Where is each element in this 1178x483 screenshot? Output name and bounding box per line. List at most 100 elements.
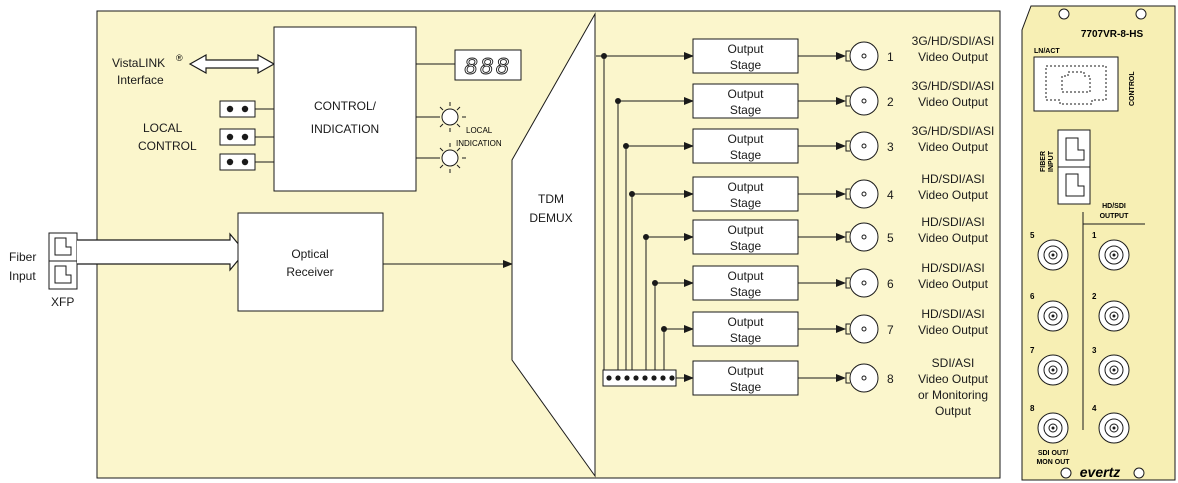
bnc-connector-icon: [845, 131, 879, 161]
led-icon-1: [416, 102, 466, 132]
panel-bnc-layer: 5 1 6 2 7 3 8 4: [1030, 231, 1130, 444]
output-description: HD/SDI/ASI: [921, 307, 984, 321]
panel-fiber: FIBER: [1040, 151, 1047, 172]
demux-line2: DEMUX: [529, 211, 572, 225]
optical-receiver-line2: Receiver: [286, 265, 333, 279]
output-stage-label: Output: [727, 223, 764, 237]
interface-label: Interface: [117, 73, 164, 87]
output-number: 4: [887, 188, 894, 202]
panel-brand-logo: evertz: [1080, 464, 1120, 480]
output-description: 3G/HD/SDI/ASI: [912, 79, 995, 93]
panel-ln-act: LN/ACT: [1034, 48, 1060, 55]
panel-screw-icon: [1060, 467, 1072, 479]
output-stage-box: [692, 128, 799, 164]
output-description: or Monitoring: [918, 388, 988, 402]
output-number: 7: [887, 323, 894, 337]
control-indication-block: [273, 26, 417, 192]
panel-hd-sdi: HD/SDI: [1102, 203, 1126, 210]
panel-screw-icon: [1058, 8, 1070, 20]
panel-bnc-icon: 2: [1092, 292, 1130, 332]
panel-bnc-number: 8: [1030, 404, 1035, 413]
output-stage-label: Stage: [730, 148, 762, 162]
output-stage-box: [692, 176, 799, 212]
panel-screw-icon: [1135, 8, 1147, 20]
output-stage-label: Stage: [730, 103, 762, 117]
vistalink-label: VistaLINK: [112, 56, 165, 70]
panel-bnc-icon: 8: [1030, 404, 1069, 444]
output-stage-label: Output: [727, 132, 764, 146]
bnc-connector-icon: [845, 179, 879, 209]
panel-input: INPUT: [1048, 150, 1055, 172]
output-number: 2: [887, 95, 894, 109]
output-description: SDI/ASI: [932, 356, 975, 370]
output-number: 5: [887, 231, 894, 245]
optical-receiver-line1: Optical: [291, 247, 328, 261]
output-description: HD/SDI/ASI: [921, 261, 984, 275]
output-stage-box: [692, 38, 799, 74]
panel-bnc-number: 1: [1092, 231, 1097, 240]
fiber-input-arrow: [77, 232, 246, 272]
output-number: 1: [887, 50, 894, 64]
local-control-line2: CONTROL: [138, 139, 197, 153]
panel-bnc-icon: 5: [1030, 231, 1069, 271]
output-description: Video Output: [918, 323, 988, 337]
fiber-input-line2: Input: [9, 269, 36, 283]
output-description: HD/SDI/ASI: [921, 215, 984, 229]
output-description: Video Output: [918, 231, 988, 245]
xfp-connector: [48, 232, 78, 290]
panel-bnc-icon: 6: [1030, 292, 1069, 332]
panel-bnc-number: 6: [1030, 292, 1035, 301]
output-description: Output: [935, 404, 972, 418]
demux-line1: TDM: [538, 192, 564, 206]
registered-mark: ®: [176, 53, 183, 63]
led-icon-2: [416, 143, 466, 173]
output-stage-label: Stage: [730, 331, 762, 345]
xfp-label: XFP: [51, 295, 74, 309]
bnc-connector-icon: [845, 314, 879, 344]
output-stage-box: [692, 83, 799, 119]
output-stage-label: Stage: [730, 380, 762, 394]
output-description: 3G/HD/SDI/ASI: [912, 124, 995, 138]
bnc-connector-icon: [845, 222, 879, 252]
output-stage-box: [692, 219, 799, 255]
panel-bnc-number: 4: [1092, 404, 1097, 413]
local-control-switch-3: [219, 153, 274, 171]
local-control-line1: LOCAL: [143, 121, 183, 135]
output-stage-label: Stage: [730, 58, 762, 72]
output-stage-box: [692, 360, 799, 396]
panel-sdi-out: SDI OUT/: [1038, 450, 1068, 457]
bnc-connector-icon: [845, 363, 879, 393]
output-description: HD/SDI/ASI: [921, 172, 984, 186]
output-stage-label: Output: [727, 315, 764, 329]
output-stage-label: Output: [727, 87, 764, 101]
output-stage-label: Output: [727, 364, 764, 378]
output-stage-label: Output: [727, 269, 764, 283]
panel-model: 7707VR-8-HS: [1081, 29, 1144, 40]
output-stage-label: Output: [727, 42, 764, 56]
display-digits: 888: [464, 53, 511, 79]
panel-bnc-icon: 7: [1030, 346, 1069, 386]
panel-bnc-number: 7: [1030, 346, 1035, 355]
panel-bnc-number: 3: [1092, 346, 1097, 355]
panel-bnc-number: 5: [1030, 231, 1035, 240]
tdm-demux-block: [511, 12, 596, 478]
output-number: 6: [887, 277, 894, 291]
output-description: Video Output: [918, 95, 988, 109]
control-block-line1: CONTROL/: [314, 99, 377, 113]
panel-bnc-icon: 3: [1092, 346, 1130, 386]
output-description: Video Output: [918, 277, 988, 291]
bnc-connector-icon: [845, 41, 879, 71]
fiber-input-line1: Fiber: [9, 250, 36, 264]
output-description: 3G/HD/SDI/ASI: [912, 34, 995, 48]
output-description: Video Output: [918, 50, 988, 64]
output-number: 8: [887, 372, 894, 386]
output-stage-label: Output: [727, 180, 764, 194]
